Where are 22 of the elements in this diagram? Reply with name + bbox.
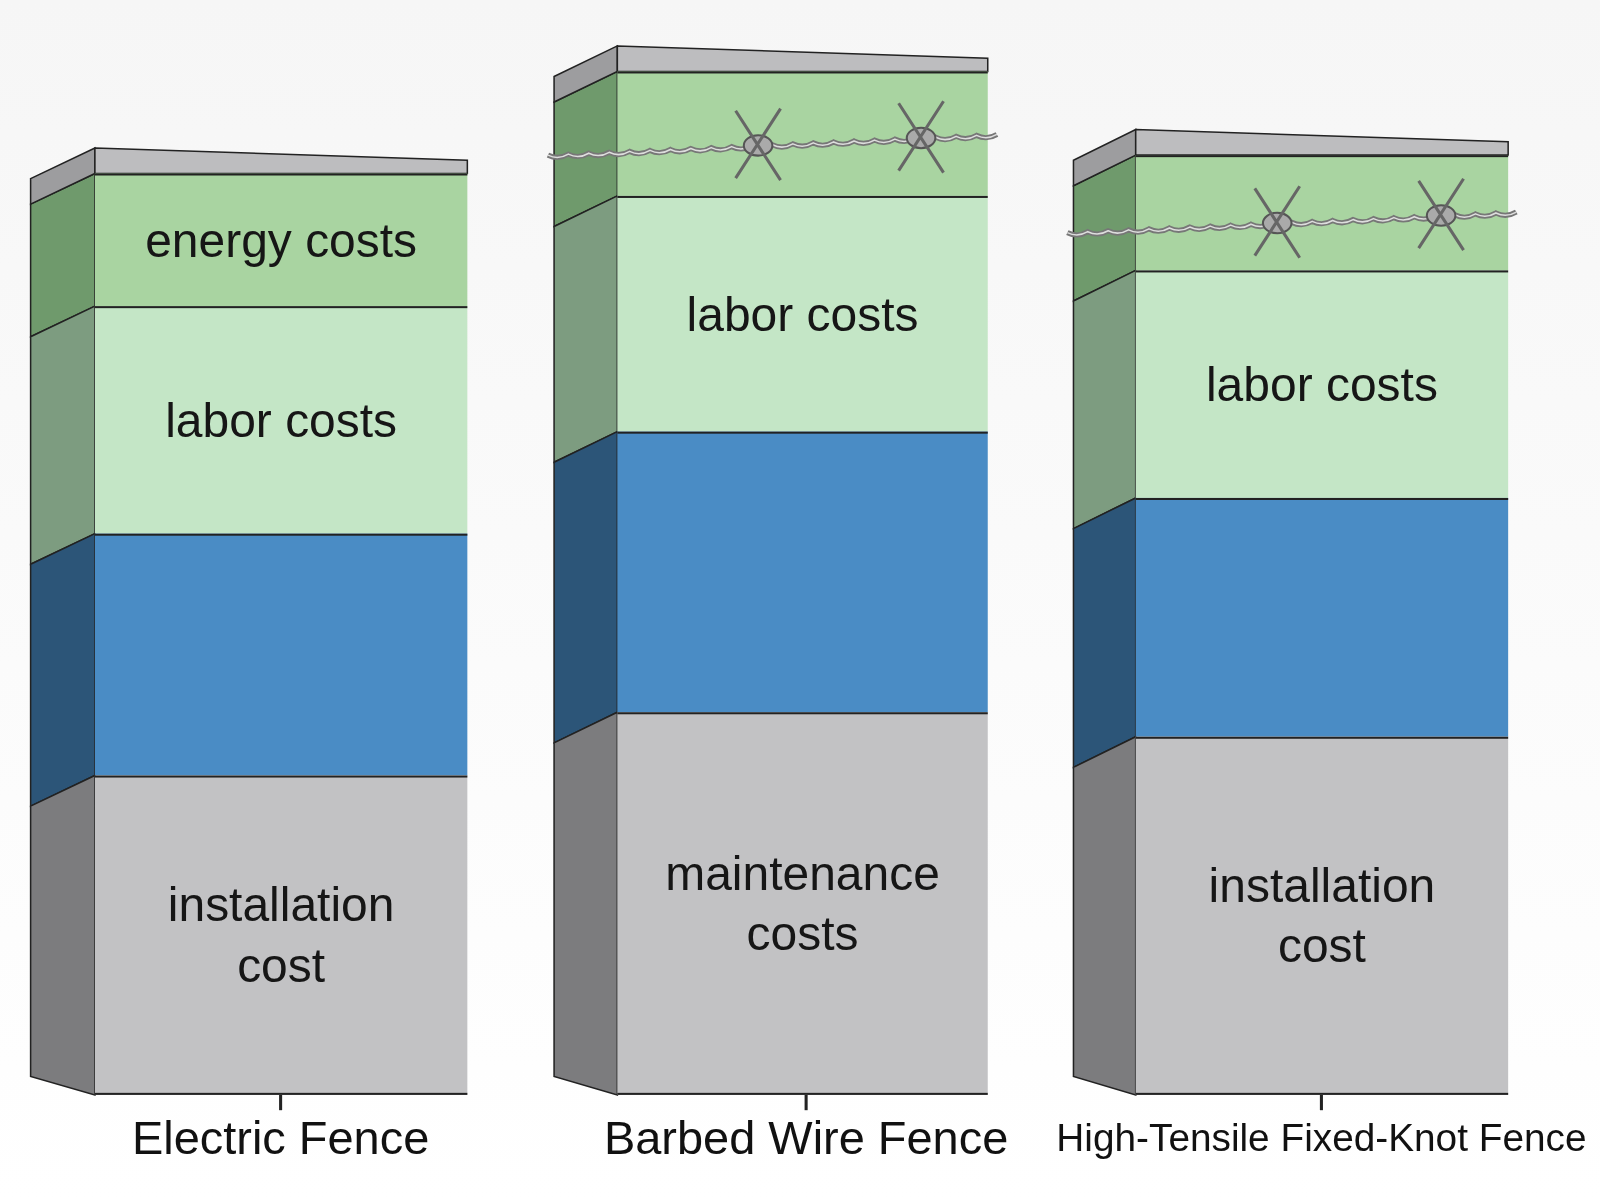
category-label: Barbed Wire Fence xyxy=(603,1110,1009,1166)
segment-label: installation cost xyxy=(1207,856,1437,974)
category-label: High-Tensile Fixed-Knot Fence xyxy=(1056,1116,1587,1161)
bar-segment xyxy=(94,306,468,534)
bar-segment xyxy=(94,533,468,776)
bar-segment xyxy=(1135,736,1509,1095)
bar-segment xyxy=(617,712,988,1095)
bar-segment xyxy=(1135,155,1509,271)
bar-segment xyxy=(94,173,468,307)
bar-segment xyxy=(94,775,468,1095)
segment-label: installation cost xyxy=(166,876,396,994)
segment-label: labor costs xyxy=(165,392,398,450)
bar-segment xyxy=(1135,270,1509,498)
segment-label: labor costs xyxy=(686,285,919,343)
bar-segment xyxy=(1135,497,1509,737)
bar-segment xyxy=(617,71,988,196)
bar-segment xyxy=(617,431,988,713)
segment-label: energy costs xyxy=(145,211,418,269)
category-label: Electric Fence xyxy=(131,1110,430,1166)
bar-segment xyxy=(617,195,988,432)
segment-label: maintenance costs xyxy=(664,844,941,962)
segment-label: labor costs xyxy=(1205,356,1438,414)
